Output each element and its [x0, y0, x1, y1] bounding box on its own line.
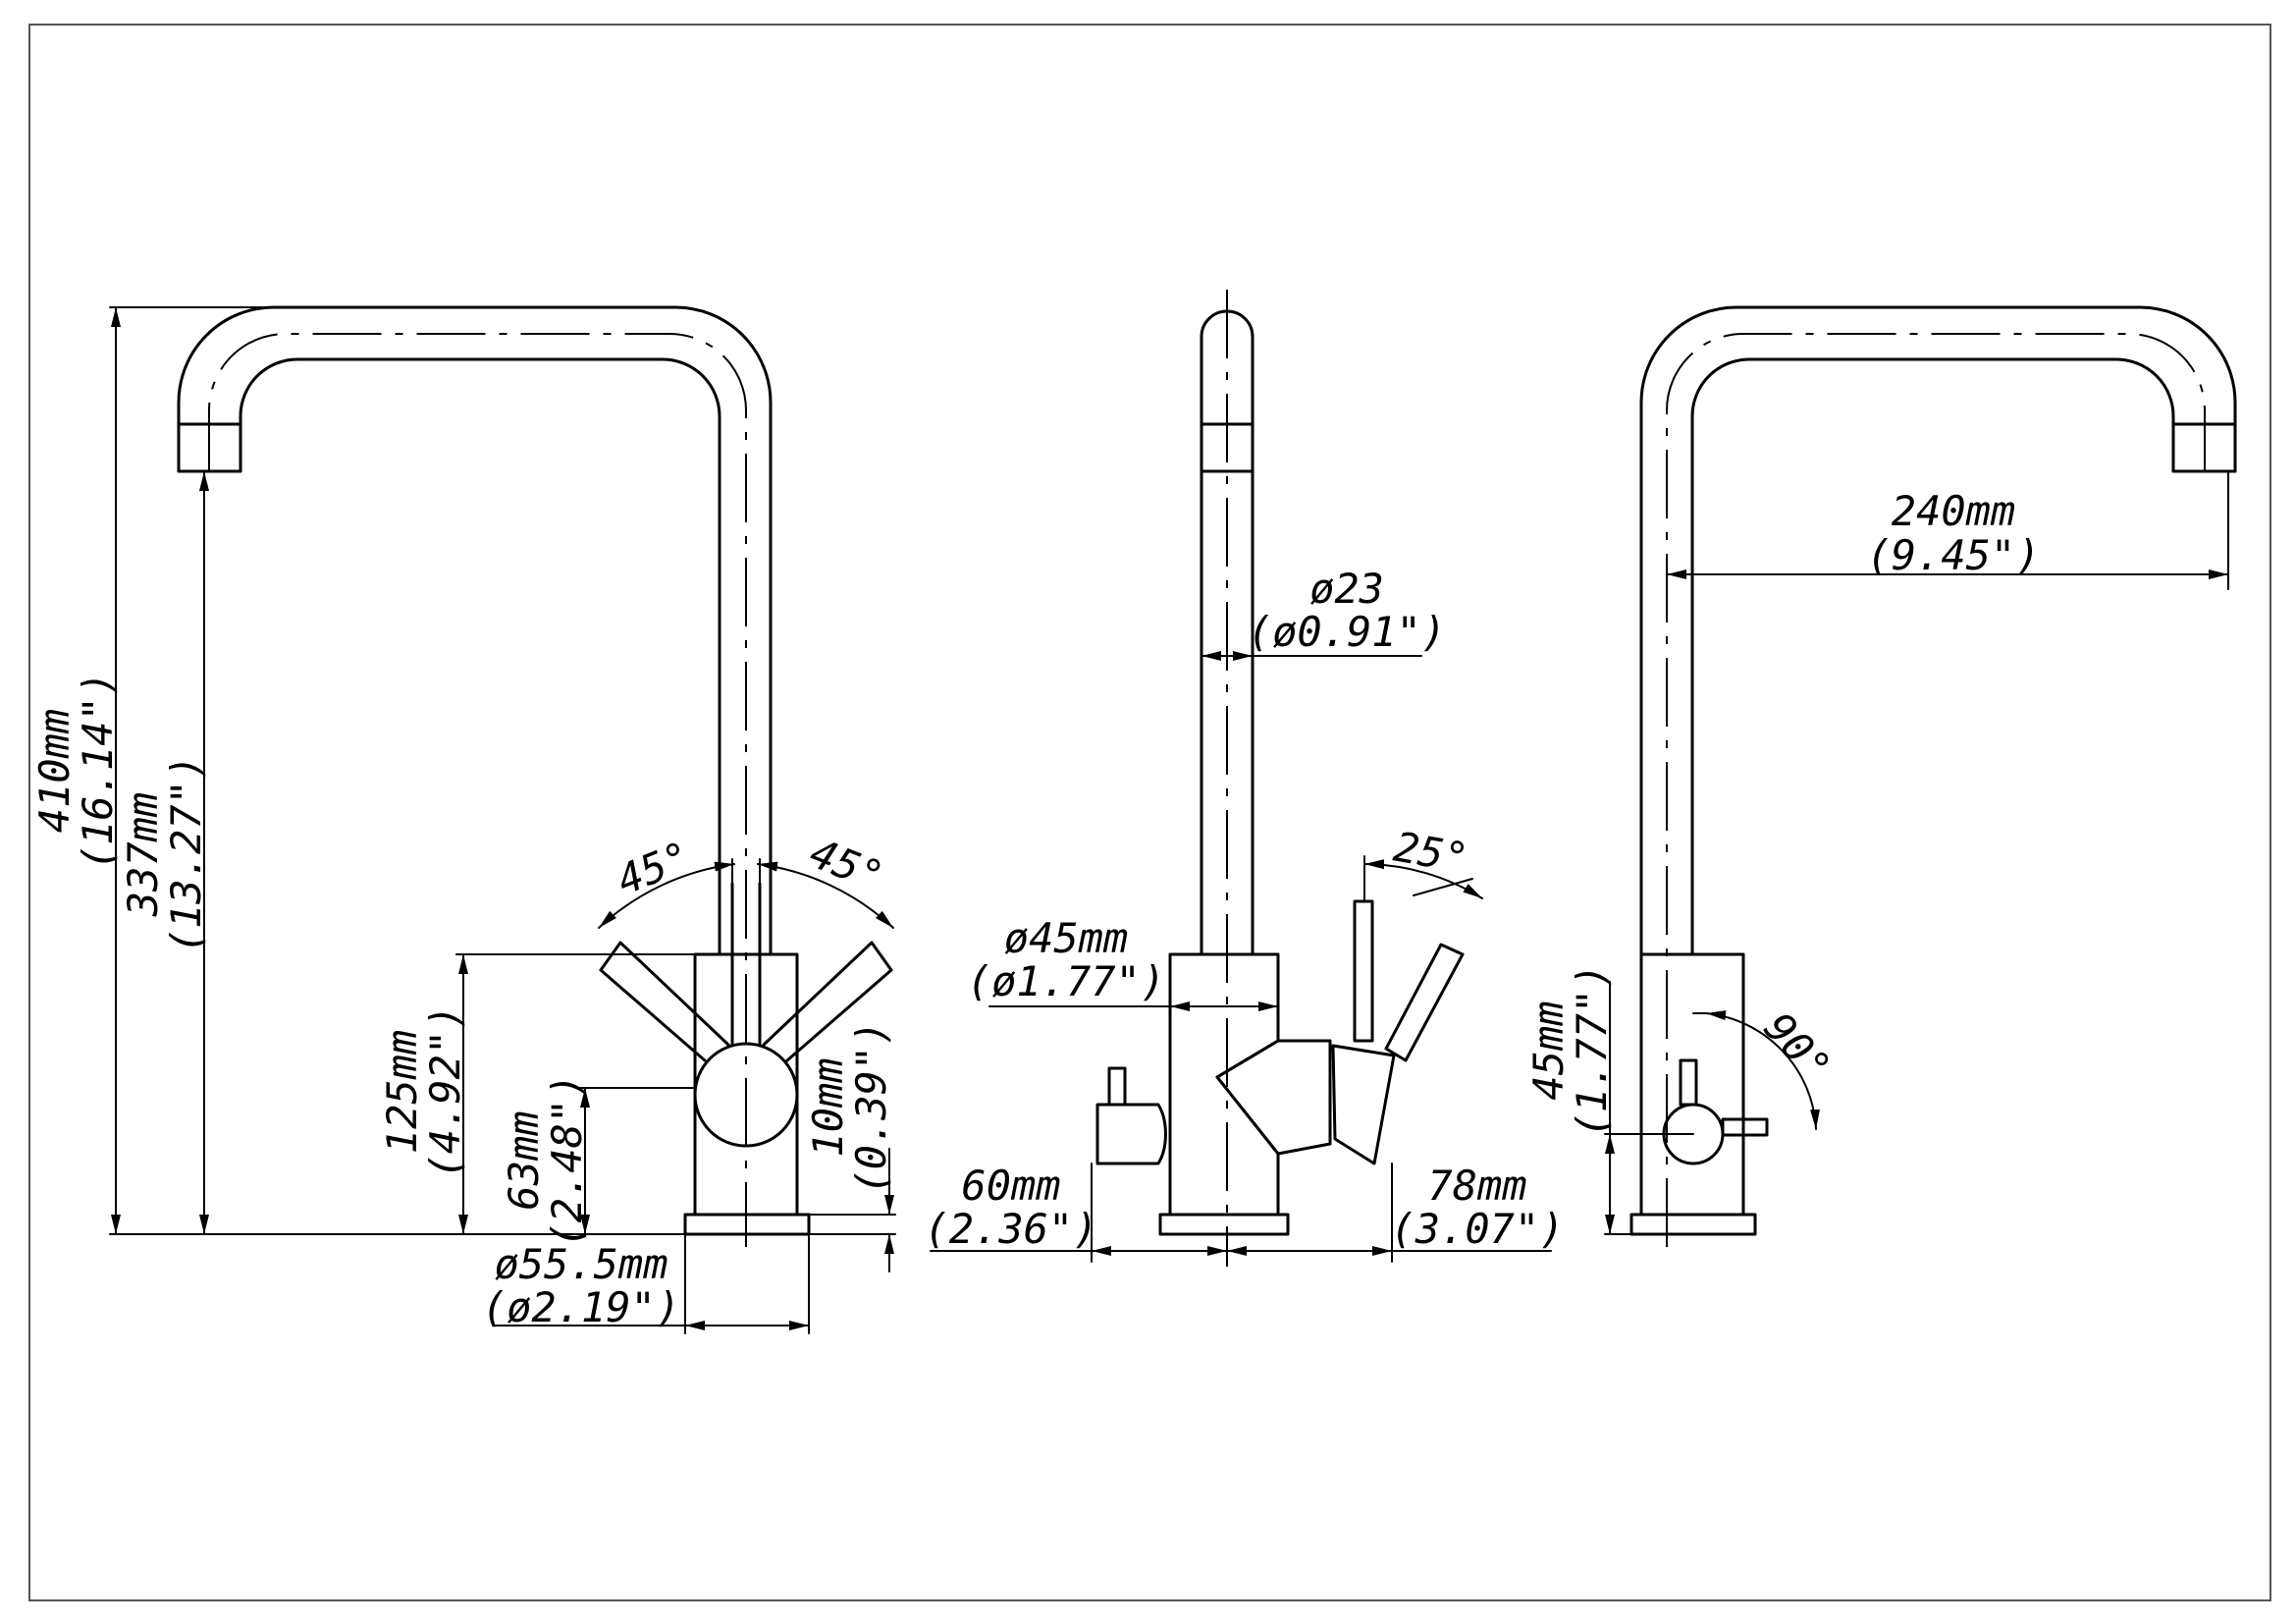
spout-diameter-mm: ø23	[1309, 565, 1384, 613]
back-body	[1639, 952, 1745, 1217]
angle-left-label: 45°	[610, 832, 697, 904]
lever-right	[762, 941, 893, 1062]
lever-left	[599, 941, 730, 1062]
spout-outer	[177, 305, 773, 956]
handle-offset-mm: 45mm	[1524, 1001, 1573, 1100]
body-height-inch: (4.92")	[421, 1004, 469, 1178]
height-outlet-mm: 337mm	[119, 792, 167, 917]
back-spout-inner	[1690, 357, 2175, 956]
height-total-mm: 410mm	[30, 709, 79, 833]
reach-mm: 240mm	[1892, 487, 2015, 535]
front-view: 45° 45° 410mm (16.14") 337mm (13.27") 12…	[30, 305, 896, 1334]
spout-inner	[239, 357, 721, 956]
depth-back-mm: 78mm	[1427, 1162, 1526, 1210]
side-cartridge	[1215, 1039, 1332, 1156]
drawing-frame	[28, 24, 2271, 1601]
height-total-inch: (16.14")	[74, 672, 122, 870]
rotation-angle-label: 90°	[1755, 1003, 1841, 1091]
back-spout-outer	[1639, 305, 2237, 956]
back-base	[1629, 1213, 1757, 1236]
side-base	[1158, 1213, 1290, 1236]
base-thickness-mm: 10mm	[804, 1057, 852, 1157]
base-diameter-inch: (ø2.19")	[482, 1283, 680, 1331]
handle-hub	[693, 1042, 799, 1148]
depth-front-mm: 60mm	[961, 1162, 1060, 1210]
side-front-knob	[1095, 1103, 1167, 1165]
back-view: 90° 240mm (9.45") 45mm (1.77")	[1524, 305, 2237, 1247]
handle-angle-label: 25°	[1390, 823, 1471, 883]
base-thickness-inch: (0.39")	[847, 1020, 895, 1194]
side-lever	[1353, 899, 1374, 1043]
base-diameter-mm: ø55.5mm	[494, 1240, 667, 1288]
handle-height-inch: (2.48")	[543, 1073, 591, 1247]
angle-right-label: 45°	[803, 829, 890, 901]
body-diameter-mm: ø45mm	[1004, 914, 1128, 962]
height-outlet-inch: (13.27")	[162, 755, 210, 953]
handle-offset-inch: (1.77")	[1568, 963, 1616, 1137]
spout-diameter-inch: (ø0.91")	[1248, 608, 1446, 656]
depth-back-inch: (3.07")	[1390, 1205, 1564, 1253]
body-height-mm: 125mm	[378, 1030, 426, 1154]
body-diameter-inch: (ø1.77")	[967, 957, 1165, 1005]
reach-inch: (9.45")	[1866, 531, 2040, 579]
side-view: 25° ø23 (ø0.91") ø45mm (ø1.77") 60mm (2.…	[924, 290, 1565, 1267]
handle-height-mm: 63mm	[500, 1110, 548, 1210]
depth-front-inch: (2.36")	[924, 1205, 1097, 1253]
